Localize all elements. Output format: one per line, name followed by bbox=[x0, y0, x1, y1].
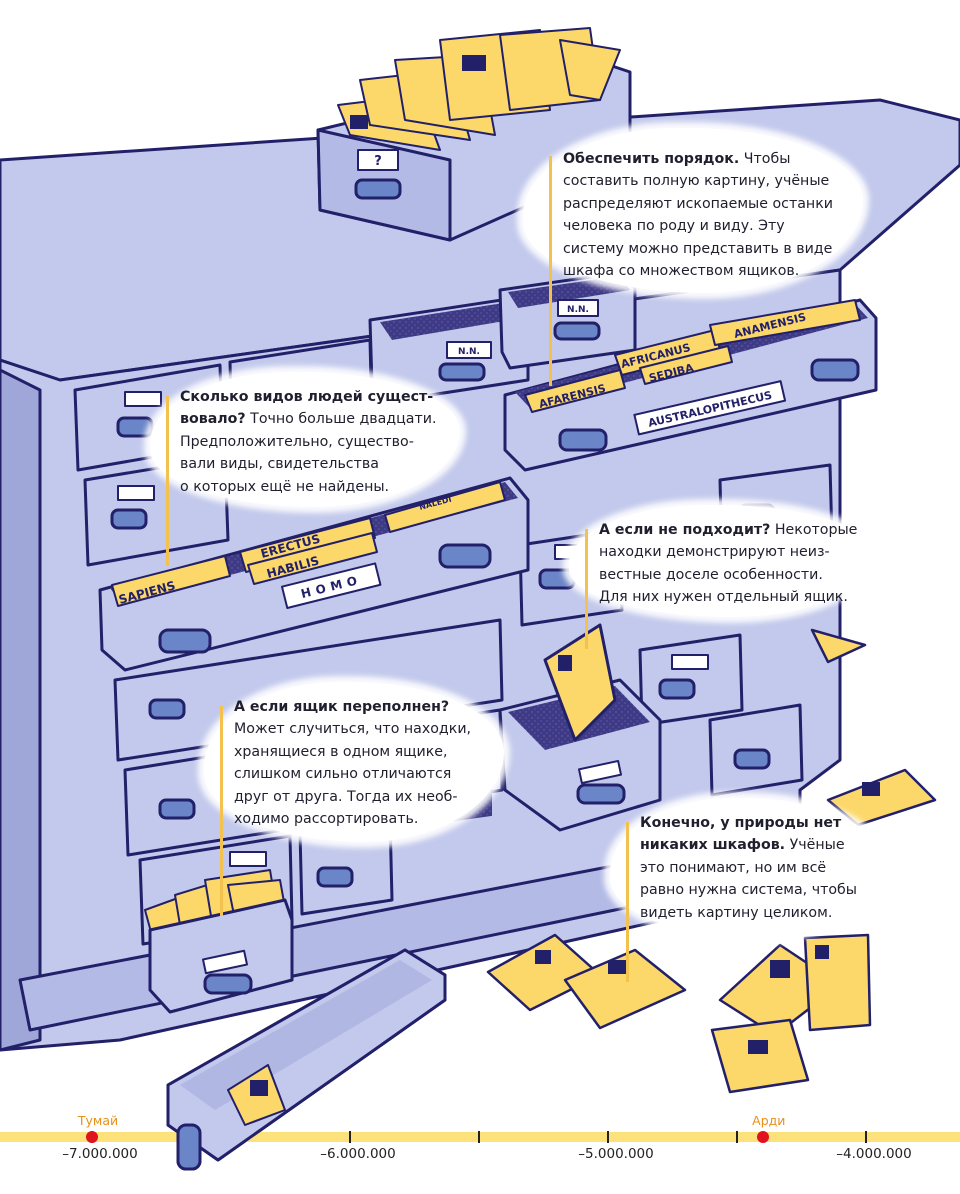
callout-order: Обеспечить порядок. Чтобы составить полн… bbox=[523, 128, 863, 386]
callout-title: Обеспечить порядок. bbox=[563, 151, 740, 167]
floor-card-6 bbox=[826, 768, 937, 827]
callout-pin bbox=[585, 529, 588, 649]
timeline-event-marker bbox=[756, 1131, 769, 1143]
timeline-tick bbox=[736, 1131, 738, 1143]
callout-pin bbox=[166, 396, 169, 566]
callout-nature: Конечно, у природы нет никаких шкафов. У… bbox=[610, 798, 880, 982]
timeline-occluder bbox=[175, 1125, 325, 1149]
floor-card-4 bbox=[803, 933, 872, 1032]
callout-title: А если ящик переполнен? bbox=[234, 699, 450, 715]
callout-text: А если ящик переполнен? Может случиться,… bbox=[234, 696, 499, 830]
timeline-bar bbox=[0, 1132, 960, 1142]
timeline-tick-label: –7.000.000 bbox=[62, 1146, 138, 1162]
callout-bubble bbox=[569, 505, 874, 617]
unknown-drawer-label: ? bbox=[374, 154, 382, 169]
new-find-drawer bbox=[498, 623, 662, 832]
timeline-tick-label: –6.000.000 bbox=[320, 1146, 396, 1162]
callout-text: Сколько видов людей сущест- вовало? Точн… bbox=[180, 386, 460, 498]
nn-drawer-2: N.N. bbox=[498, 270, 637, 370]
callout-body: Точно больше двадцати. Предположительно,… bbox=[180, 411, 437, 495]
callout-text: Конечно, у природы нет никаких шкафов. У… bbox=[640, 812, 880, 924]
nn-label-2: N.N. bbox=[567, 305, 589, 315]
callout-not-fit: А если не подходит? Некоторые находки де… bbox=[569, 505, 874, 649]
unknown-drawer: ? bbox=[316, 27, 632, 242]
callout-bubble bbox=[150, 372, 460, 507]
homo-drawer: SAPIENS ERECTUS HABILIS NALEDI HOMO bbox=[98, 476, 530, 672]
timeline-tick-label: –4.000.000 bbox=[836, 1146, 912, 1162]
callout-pin bbox=[549, 156, 552, 386]
nn-drawer-1: N.N. bbox=[368, 296, 530, 404]
nn-label-1: N.N. bbox=[458, 347, 480, 357]
callout-bubble bbox=[523, 128, 863, 293]
callout-bubble bbox=[610, 798, 880, 938]
callout-body: Учёные это понимают, но им всё равно нуж… bbox=[640, 837, 857, 921]
callout-pin bbox=[220, 706, 223, 916]
cabinet-side bbox=[0, 368, 42, 1052]
timeline-event-label: Тумай bbox=[77, 1113, 119, 1128]
timeline-tick bbox=[865, 1131, 867, 1143]
callout-body: Некоторые находки демонстрируют неиз- ве… bbox=[599, 522, 858, 606]
callout-how-many: Сколько видов людей сущест- вовало? Точн… bbox=[150, 372, 460, 566]
floor-card-7 bbox=[810, 628, 867, 664]
callout-body: Чтобы составить полную картину, учёные р… bbox=[563, 151, 833, 280]
callout-body: Может случиться, что находки, хранящиеся… bbox=[234, 721, 472, 828]
australopithecus-drawer: AFARENSIS AFRICANUS SEDIBA ANAMENSIS AUS… bbox=[503, 298, 878, 472]
callout-bubble bbox=[204, 682, 504, 842]
timeline-tick bbox=[349, 1131, 351, 1143]
callout-overflow: А если ящик переполнен? Может случиться,… bbox=[204, 682, 504, 916]
callout-text: Обеспечить порядок. Чтобы составить полн… bbox=[563, 148, 863, 282]
timeline-event-label: Арди bbox=[752, 1113, 786, 1128]
floor-card-5 bbox=[710, 1018, 810, 1094]
timeline-tick-label: –5.000.000 bbox=[578, 1146, 654, 1162]
callout-text: А если не подходит? Некоторые находки де… bbox=[599, 519, 869, 609]
callout-title: Конечно, у природы нет никаких шкафов. bbox=[640, 815, 842, 854]
timeline-tick bbox=[607, 1131, 609, 1143]
timeline-tick bbox=[478, 1131, 480, 1143]
callout-pin bbox=[626, 822, 629, 982]
callout-title: А если не подходит? bbox=[599, 522, 771, 538]
card-portraits bbox=[535, 782, 880, 1054]
callout-title: Сколько видов людей сущест- вовало? bbox=[180, 389, 434, 428]
scattered-cards bbox=[486, 628, 937, 1094]
timeline-event-marker bbox=[86, 1131, 98, 1143]
